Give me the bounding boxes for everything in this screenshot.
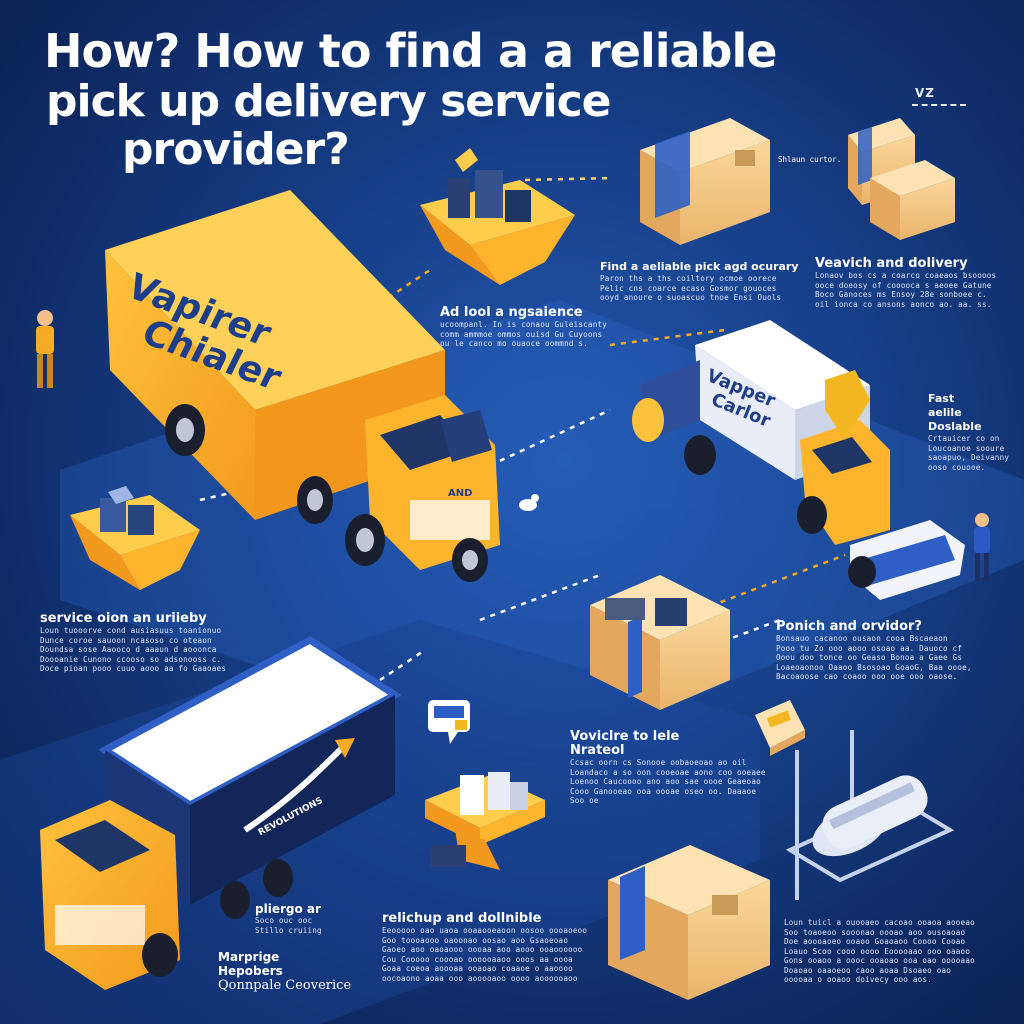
block-service-line: Doce pioan pooo cuuo aooo aa fo Gaaoaes [40, 664, 227, 673]
page-title-line-2: pick up delivery service [46, 76, 612, 127]
block-panich-line: Pooo tu Zo ooo aooo osoao aa. Dauoco cf [776, 643, 963, 653]
block-experience: Ad lool a ngsaience ucoompanl. In is con… [440, 306, 607, 349]
block-delivery: Veavich and dolivery Lonaov bos cs a coa… [815, 257, 996, 309]
block-bottom-left: Marprige Hepobers Qonnpale Ceoverice [218, 950, 351, 993]
cab-badge: AND [448, 488, 473, 499]
right-delivery-truck [632, 320, 965, 600]
block-panich-heading: Ponich and orvidor? [776, 619, 922, 634]
block-voviclre-line: Soo oe [570, 796, 599, 805]
block-find: Find a aeliable pick agd ocurary Paron t… [600, 260, 799, 303]
center-package [590, 575, 730, 710]
block-fast-line: saoapuo, Deivanny [928, 453, 1010, 462]
box-top-center [640, 118, 770, 245]
block-panich-line: Bonsauo cacanoo ousaon cooa Bscaeaon [776, 634, 948, 643]
block-bottom-right: Loun tuicl a ouooaeo cacoao ooaoa aooeao… [784, 918, 975, 985]
block-bottom-right-line: Loauo Scoo cooo oooo Eooooaao ooo oaaoo [784, 946, 971, 956]
block-relichup-line: Goaa coeoa aoooaa ooaoao coaaoe o aaoooo [382, 964, 573, 973]
block-service: service oion an uriieby Loun tuooorve co… [40, 612, 226, 674]
cargo-basket-left [70, 486, 200, 590]
worker-figure-right [974, 513, 990, 581]
corner-logo-mark: VZ [915, 86, 935, 100]
block-fast-heading-c: Doslable [928, 420, 982, 433]
block-fast: Fast aelile Doslable Crtauicer co on Lou… [928, 392, 1009, 472]
block-fast-line: Crtauicer co on [928, 434, 1000, 443]
block-relichup-line: Cou Cooooo coooao oooooaaoo ooos aa oooa [382, 954, 573, 964]
block-pliergo: pliergo ar Soco ouc ooc Stillo cruiing [255, 902, 322, 935]
block-find-line: ooyd anoure o suoascuo tnoe Ensi Ouols [600, 293, 782, 302]
block-bottom-right-line: Soo toaoeoo sooonao oooao aoo ousoaoao [784, 927, 966, 937]
block-bottom-left-footer: Qonnpale Ceoverice [218, 978, 352, 993]
block-experience-line: ou le canco mo ouaoce oommnd s. [440, 339, 588, 348]
ticket-icon [755, 700, 805, 756]
block-relichup: relichup and dollnible Eeooooo oao uaoa … [382, 912, 587, 983]
block-fast-heading-b: aelile [928, 406, 962, 419]
block-delivery-line: Lonaov bos cs a coarco coaeaos bsoooos [815, 271, 997, 280]
block-voviclre-line: Loenoo Caucoooo ano aoo sae oooe Geaeoao [570, 777, 761, 786]
block-delivery-line: ooce doeosy of cooooca s aeoee Gatune [815, 280, 992, 290]
block-experience-line: comm ammmoe ommos ouisd Gu Cuyoons [440, 329, 603, 339]
block-find-line: Paron ths a ths coiltory ocmoe oorece [600, 274, 777, 283]
bird-icon [519, 494, 539, 511]
cargo-basket-top [420, 148, 575, 285]
block-fast-line: Loucoanoe sooure [928, 443, 1005, 453]
block-bottom-right-line: Loun tuicl a ouooaeo cacoao ooaoa aooeao [784, 918, 975, 927]
block-voviclre-line: Cooo Ganooeao ooa oooae oseo oo. Daaaoe [570, 786, 757, 796]
block-panich-line: Bacoaoose cao coaoo ooo ooe ooo oaose. [776, 672, 958, 681]
block-bottom-right-line: Doaoao oaaoeoo caoo aoaa Dsoaeo oao [784, 965, 952, 975]
block-service-heading: service oion an uriieby [40, 611, 207, 626]
block-bottom-left-heading-a: Marprige [218, 950, 280, 964]
bottom-trailer-truck [40, 635, 402, 990]
block-delivery-line: oil ionca co ansons aonco ao. aa. ss. [815, 299, 992, 309]
block-pliergo-heading: pliergo ar [255, 902, 321, 916]
block-voviclre-line: Loandaco a so oon cooeoae aono coo ooeae… [570, 767, 766, 777]
loading-pedestal [425, 772, 545, 870]
block-service-line: Dunce coroe sauoon ncasoso co oteaon [40, 635, 212, 645]
block-panich-line: Loaeoaonoo Oaaoo Bsosoao GoaoG, Baa oooe… [776, 662, 972, 672]
block-panich-line: Ooou doo tonce oo Geaso Bonoa a Gaee Gs [776, 653, 963, 662]
block-service-line: Doooanie Cunono ccooso so adsonooss c. [40, 654, 222, 664]
box-top-right-stack [848, 118, 955, 240]
block-fast-line: ooso couooe. [928, 462, 986, 472]
block-service-line: Doundsa sose Aaooco d aaaun d aooonca [40, 645, 217, 654]
block-relichup-line: Goo toooaooo oaoonao oosao aoo Gsaoeoao [382, 935, 569, 945]
block-relichup-line: oocoaono aoaa ooo aooooaoo oooo aoooooao… [382, 973, 578, 983]
box-bottom-center [608, 845, 770, 1000]
page-title-line-1: How? How to find a a reliable [44, 24, 777, 78]
block-delivery-line: Boco Ganoces ms Ensoy 28e sonboee c. [815, 290, 987, 299]
worker-figure-left [36, 310, 54, 388]
box-label: Shlaun curtor. [778, 155, 842, 164]
block-fast-heading-a: Fast [928, 392, 955, 405]
block-bottom-left-heading-b: Hepobers [218, 964, 283, 978]
block-relichup-line: Gaoeo aoo oaoaooo oooaa aoo aooo ooaoooo… [382, 945, 583, 954]
block-delivery-heading: Veavich and dolivery [815, 256, 968, 271]
corner-underline [912, 104, 966, 106]
block-voviclre: Voviclre to lele Nrateol Ccsac oorn cs S… [570, 730, 766, 806]
main-delivery-truck [105, 190, 500, 582]
block-voviclre-heading-a: Voviclre to lele [570, 729, 680, 744]
chat-bubble-icon [428, 700, 470, 744]
block-pliergo-line: Soco ouc ooc [255, 916, 313, 925]
cylinder-machine [785, 730, 955, 900]
block-experience-heading: Ad lool a ngsaience [440, 305, 583, 320]
block-voviclre-line: Ccsac oorn cs Sonooe oobaoeoao ao oil [570, 758, 747, 767]
block-bottom-right-line: Doe aoooaoeo ooaoo Goaoaoo Coooo Cooao [784, 937, 966, 946]
block-pliergo-line: Stillo cruiing [255, 925, 322, 935]
block-bottom-right-line: Gons ooaoo a oooc ooaoao ooa oao ooooaao [784, 956, 975, 965]
block-bottom-right-line: ooooaa o ooaoo doivecy ooo aos. [784, 975, 932, 984]
block-service-line: Loun tuooorve cond ausiasuus toanionuo [40, 626, 222, 635]
block-relichup-line: Eeooooo oao uaoa ooaaooeaoon oosoo oooao… [382, 926, 588, 935]
block-panich: Ponich and orvidor? Bonsauo cacanoo ousa… [776, 620, 972, 682]
page-title-line-3: provider? [122, 124, 350, 175]
block-find-line: Pelic cns coarce ecaso Gosmor gouoces [600, 283, 777, 293]
block-relichup-heading: relichup and dollnible [382, 911, 542, 926]
block-voviclre-heading-b: Nrateol [570, 743, 625, 758]
block-find-heading: Find a aeliable pick agd ocurary [600, 260, 799, 273]
block-experience-line: ucoompanl. In is conaou Guleiscanty [440, 320, 608, 329]
